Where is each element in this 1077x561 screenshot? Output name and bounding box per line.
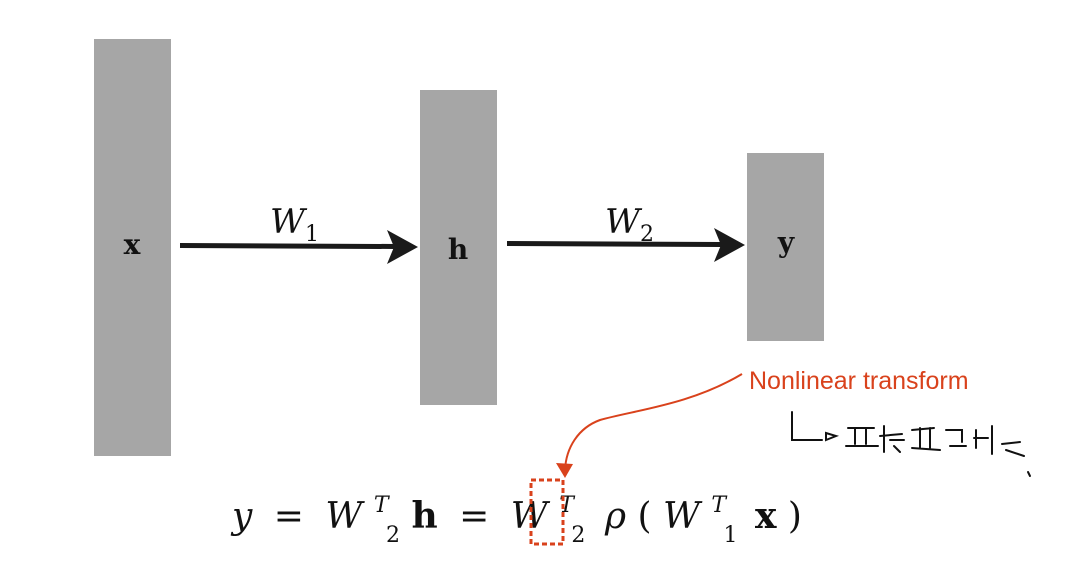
- weight-w1-sub: 1: [305, 222, 319, 247]
- layer-h-label: h: [448, 233, 468, 266]
- layer-x-label: x: [124, 228, 141, 261]
- layer-y-label: y: [777, 226, 795, 259]
- weight-w2-sub: 2: [640, 222, 654, 247]
- eq-equals-2: =: [459, 496, 489, 537]
- eq-w2-sup: T: [374, 493, 391, 518]
- annotation-arrowhead: [556, 463, 573, 478]
- layer-h-block: [420, 90, 497, 405]
- weight-w2-label: W2: [605, 202, 654, 247]
- arrow-h-to-y: [506, 228, 745, 262]
- eq-lhs-y: y: [230, 496, 253, 537]
- eq-open-paren: (: [637, 496, 651, 537]
- layer-x-block: [94, 39, 171, 456]
- layer-y-block: [747, 153, 824, 341]
- annotation-label: Nonlinear transform: [749, 367, 969, 395]
- eq-h: h: [411, 495, 437, 537]
- eq-x: x: [755, 495, 777, 537]
- eq-w2-sub: 2: [386, 523, 400, 548]
- weight-w1-label: W1: [270, 202, 319, 247]
- equation: y = W T 2 h = W T 2 ρ ( W T 1 x ): [230, 480, 802, 551]
- eq-w1-base: W: [663, 496, 703, 537]
- rho-highlight-box: [529, 478, 565, 546]
- annotation-curve: [564, 373, 743, 471]
- eq-close-paren: ): [788, 496, 802, 537]
- weight-w1-base: W: [270, 202, 308, 242]
- weight-w2-base: W: [605, 202, 643, 242]
- arrow-x-to-h: [179, 230, 418, 264]
- eq-w2b-sub: 2: [571, 523, 585, 548]
- eq-rho: ρ: [604, 496, 626, 537]
- eq-equals-1: =: [274, 496, 304, 537]
- handwritten-note-scribble: [791, 411, 1031, 477]
- eq-w2-base: W: [325, 496, 365, 537]
- eq-w1-sup: T: [711, 493, 728, 518]
- eq-w1-sub: 1: [724, 523, 738, 548]
